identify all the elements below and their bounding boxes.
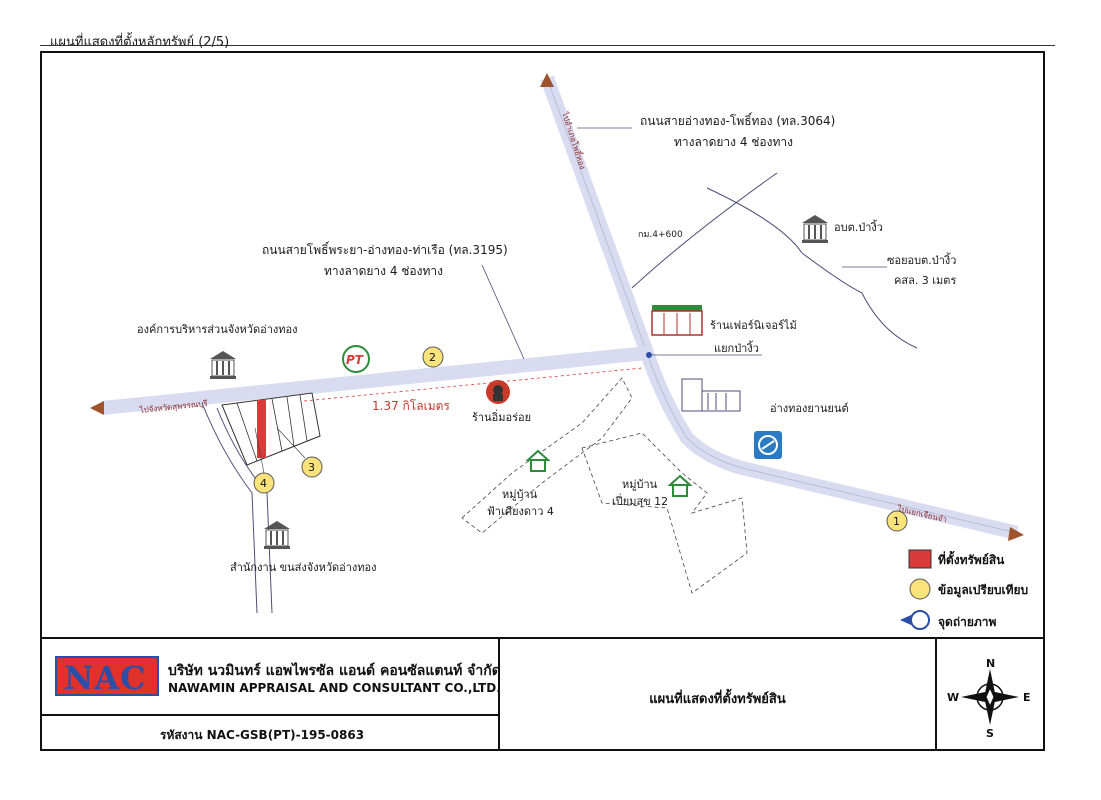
compass-west: W [947,691,959,704]
soi-type: คสล. 3 เมตร [894,274,956,287]
village1-line1: หมู่บ้าน [502,488,538,501]
nac-logo: NAC [55,656,159,696]
road-3195-name: ถนนสายโพธิ์พระยา-อ่างทอง-ท่าเรือ (ทล.319… [262,241,508,257]
footer-divider [935,639,937,751]
svg-text:3: 3 [308,461,315,474]
restaurant-label: ร้านอิ่มอร่อย [472,409,531,424]
arrow-north-icon [540,73,554,87]
road-3195-type: ทางลาดยาง 4 ช่องทาง [324,264,443,278]
government-building-icon [264,521,290,549]
legend-property-swatch [908,549,932,569]
village-area-2 [581,432,748,594]
house-icon [525,449,551,472]
junction-label: แยกป่างิ้ว [714,340,759,355]
parcel-line [236,402,258,462]
pt-logo-text: PT [346,353,364,367]
comparison-marker-2: 2 [422,346,444,368]
parcel-line [286,396,295,447]
svg-text:2: 2 [429,351,436,364]
parcel-line [299,394,308,442]
arrow-west-icon [90,401,104,415]
svg-text:4: 4 [260,477,267,490]
car-dealer-building-icon [681,378,741,412]
distance-line [303,367,643,402]
legend-comparison-swatch [909,578,931,600]
km-marker: กม.4+600 [638,230,683,240]
svg-text:1: 1 [893,515,900,528]
sao-label: อบต.ป่างิ้ว [834,219,883,234]
transport-office-label: สำนักงาน ขนส่งจังหวัดอ่างทอง [230,561,377,574]
company-name-thai: บริษัท นวมินทร์ แอพไพรซัล แอนด์ คอนซัลแต… [168,663,501,679]
parcel-line [271,398,283,452]
footer-divider [40,637,1045,639]
car-dealer-label: อ่างทองยานยนต์ [770,402,849,415]
house-icon [667,474,693,497]
pt-gas-station-icon: PT [342,345,370,373]
comparison-marker-3: 3 [301,456,323,478]
comparison-marker-1: 1 [886,510,908,532]
village2-line1: หมู่บ้าน [622,478,658,491]
arrow-east-icon [1008,527,1024,541]
job-code: รหัสงาน NAC-GSB(PT)-195-0863 [160,728,365,742]
distance-label: 1.37 กิโลเมตร [372,399,450,413]
side-road-sw [201,402,258,614]
compass-east: E [1023,691,1031,704]
soi-name: ซอยอบต.ป่างิ้ว [887,252,956,267]
page-title: แผนที่แสดงที่ตั้งหลักทรัพย์ (2/5) [50,35,230,50]
side-road-soi [706,187,918,349]
legend-comparison-label: ข้อมูลเปรียบเทียบ [938,583,1028,598]
footer-divider [40,714,500,716]
side-road-north [631,172,778,289]
government-building-icon [210,351,236,379]
footer-divider [498,639,500,751]
property-location-marker [257,400,266,458]
legend-property-label: ที่ตั้งทรัพย์สิน [938,550,1005,567]
company-name-english: NAWAMIN APPRAISAL AND CONSULTANT CO.,LTD… [168,681,501,695]
restaurant-icon [486,380,510,404]
compass-icon: N S W E [947,657,1031,740]
comparison-marker-4: 4 [253,472,275,494]
camera-direction-icon [900,610,930,630]
road-3064-type: ทางลาดยาง 4 ช่องทาง [674,135,793,149]
marker-leader [276,427,306,459]
parcel-group [221,392,321,466]
government-building-icon [802,215,828,243]
map-frame [40,51,1045,751]
compass-south: S [986,727,994,740]
callout-3195 [481,264,525,360]
road-3064-name: ถนนสายอ่างทอง-โพธิ์ทอง (ทล.3064) [640,112,835,128]
shop-building-icon [651,305,703,336]
village2-line2: เปี่ยมสุข 12 [612,493,668,508]
compass-north: N [986,657,995,670]
marker-leader [254,427,265,474]
road-3195 [101,346,648,415]
map-canvas: ไปอำเภอโพธิ์ทอง ไปจังหวัดสุพรรณบุรี ไปแย… [90,73,1028,630]
furniture-shop-label: ร้านเฟอร์นิเจอร์ไม้ [710,319,797,332]
road-3064-edge [546,77,1018,534]
village1-line2: ฟ้าเคียงดาว 4 [487,505,554,518]
car-brand-logo-icon [754,431,782,459]
map-caption: แผนที่แสดงที่ตั้งทรัพย์สิน [649,692,786,707]
provincial-admin-label: องค์การบริหารส่วนจังหวัดอ่างทอง [137,323,298,336]
legend-photo-label: จุดถ่ายภาพ [938,615,997,630]
nac-logo-text: NAC [64,659,147,696]
title-underline [40,45,1055,46]
